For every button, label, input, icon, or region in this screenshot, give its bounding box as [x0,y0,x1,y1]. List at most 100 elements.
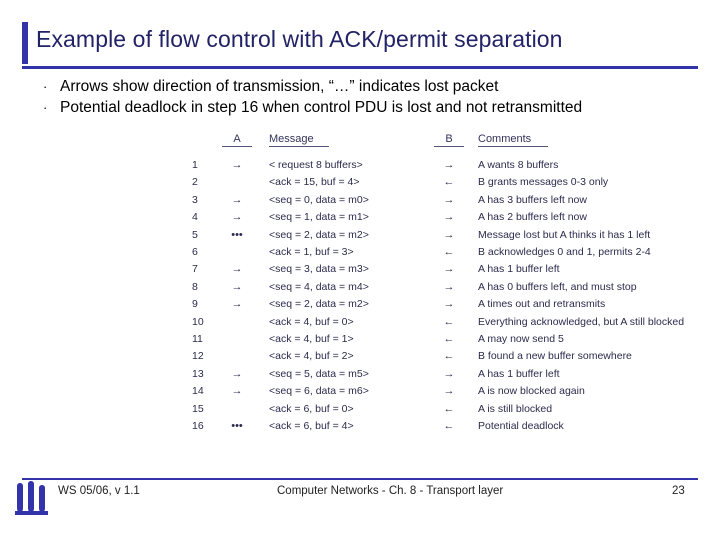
column-header-a: A [222,133,252,147]
arrow-a-icon: → [231,298,243,311]
row-message: <seq = 2, data = m2> [269,228,369,241]
arrow-b-icon: → [443,280,455,293]
list-item-label: Arrows show direction of transmission, “… [60,78,499,95]
row-message: <seq = 0, data = m0> [269,193,369,206]
row-message: <seq = 6, data = m6> [269,385,369,398]
footer-page-number: 23 [672,485,685,497]
row-number: 6 [192,246,198,258]
row-message: <ack = 4, buf = 2> [269,350,354,363]
table-row: 2 <ack = 15, buf = 4> ← B grants messages 0… [186,176,706,193]
row-comment: B acknowledges 0 and 1, permits 2-4 [478,246,651,258]
row-comment: Message lost but A thinks it has 1 left [478,228,651,241]
row-number: 11 [192,333,203,345]
row-number: 10 [192,315,204,328]
arrow-b-icon: ← [443,402,455,415]
row-message: <seq = 1, data = m1> [269,211,369,224]
table-row: 7 → <seq = 3, data = m3> → A has 1 buffer le… [186,263,706,280]
table-row: 10 <ack = 4, buf = 0> ← Everything acknowle… [186,316,706,333]
table-row: 16•••<ack = 6, buf = 4>←Potential deadlo… [186,420,706,437]
row-number: 16 [192,420,204,432]
footer-course: Computer Networks - Ch. 8 - Transport la… [277,485,504,497]
table-row: 4 → <seq = 1, data = m1> → A has 2 buffers l… [186,211,706,228]
arrow-b-icon: ← [443,315,455,328]
arrow-b-icon: ← [443,246,455,258]
footer-divider [22,478,698,480]
table-row: 5 ••• <seq = 2, data = m2> → Message lost bu… [186,229,706,246]
row-number: 7 [192,263,198,276]
row-number: 8 [192,280,198,293]
row-number: 14 [192,385,204,398]
row-comment: A has 3 buffers left now [478,193,587,206]
bullet-marker: · [43,100,48,115]
title-accent-bar [22,22,28,64]
row-number: 12 [192,350,204,363]
bullet-list: · Arrows show direction of transmission,… [38,76,688,118]
row-message: <seq = 4, data = m4> [269,280,369,293]
arrow-b-icon: ← [443,333,455,345]
row-number: 13 [192,367,204,380]
row-message: <ack = 15, buf = 4> [269,176,360,189]
row-message: <ack = 6, buf = 4> [269,420,354,432]
arrow-b-icon: → [443,228,455,241]
table-row: 15 <ack = 6, buf = 0> ← A is still blocked [186,403,706,420]
row-message: <ack = 6, buf = 0> [269,402,354,415]
row-number: 15 [192,402,204,415]
bullet-marker: · [43,79,48,94]
row-number: 9 [192,298,198,311]
arrow-a-icon: → [231,367,243,380]
row-message: <seq = 3, data = m3> [269,263,369,276]
table-row: 12 <ack = 4, buf = 2> ← B found a new buffe… [186,350,706,367]
arrow-b-icon: → [443,159,455,171]
list-item-label: Potential deadlock in step 16 when contr… [60,99,583,116]
university-logo-icon [14,478,54,520]
arrow-b-icon: ← [443,350,455,363]
arrow-b-icon: → [443,385,455,398]
arrow-a-icon: ••• [231,228,243,241]
table-row: 8 → <seq = 4, data = m4> → A has 0 buffers l… [186,281,706,298]
title-divider [22,66,698,69]
row-number: 3 [192,193,198,206]
row-number: 2 [192,176,198,189]
row-comment: A times out and retransmits [478,298,606,311]
list-item: · Arrows show direction of transmission,… [38,76,688,97]
table-row: 3 → <seq = 0, data = m0> → A has 3 buffers l… [186,194,706,211]
arrow-b-icon: → [443,298,455,311]
row-number: 4 [192,211,198,224]
table-row: 13 → <seq = 5, data = m5> → A has 1 buffer l… [186,368,706,385]
arrow-b-icon: ← [443,420,455,432]
row-number: 5 [192,228,198,241]
column-header-comments: Comments [478,133,548,147]
row-comment: B found a new buffer somewhere [478,350,632,363]
arrow-a-icon: → [231,280,243,293]
row-message: <ack = 4, buf = 1> [269,333,354,345]
table-row: 14→<seq = 6, data = m6>→A is now blocked… [186,385,706,402]
row-message: <seq = 5, data = m5> [269,367,369,380]
arrow-b-icon: → [443,367,455,380]
arrow-b-icon: → [443,193,455,206]
row-comment: A has 2 buffers left now [478,211,587,224]
column-header-b: B [434,133,464,147]
row-comment: A is still blocked [478,402,553,415]
arrow-b-icon: → [443,263,455,276]
arrow-a-icon: → [231,211,243,224]
page-title: Example of flow control with ACK/permit … [36,26,563,52]
row-comment: A has 1 buffer left [478,263,560,276]
column-header-message: Message [269,133,329,147]
row-comment: A may now send 5 [478,333,564,345]
arrow-a-icon: → [231,263,243,276]
table-row: 1→< request 8 buffers>→A wants 8 buffers [186,159,706,176]
row-comment: B grants messages 0-3 only [478,176,609,189]
row-comment: Everything acknowledged, but A still blo… [478,315,685,328]
arrow-b-icon: ← [443,176,455,189]
list-item: · Potential deadlock in step 16 when con… [38,97,688,118]
row-message: <seq = 2, data = m2> [269,298,369,311]
row-comment: A has 0 buffers left, and must stop [478,280,637,293]
row-message: < request 8 buffers> [269,159,363,171]
footer-version: WS 05/06, v 1.1 [58,485,140,497]
row-message: <ack = 4, buf = 0> [269,315,354,328]
row-comment: A has 1 buffer left [478,367,560,380]
row-comment: A wants 8 buffers [478,159,559,171]
arrow-b-icon: → [443,211,455,224]
arrow-a-icon: → [231,193,243,206]
